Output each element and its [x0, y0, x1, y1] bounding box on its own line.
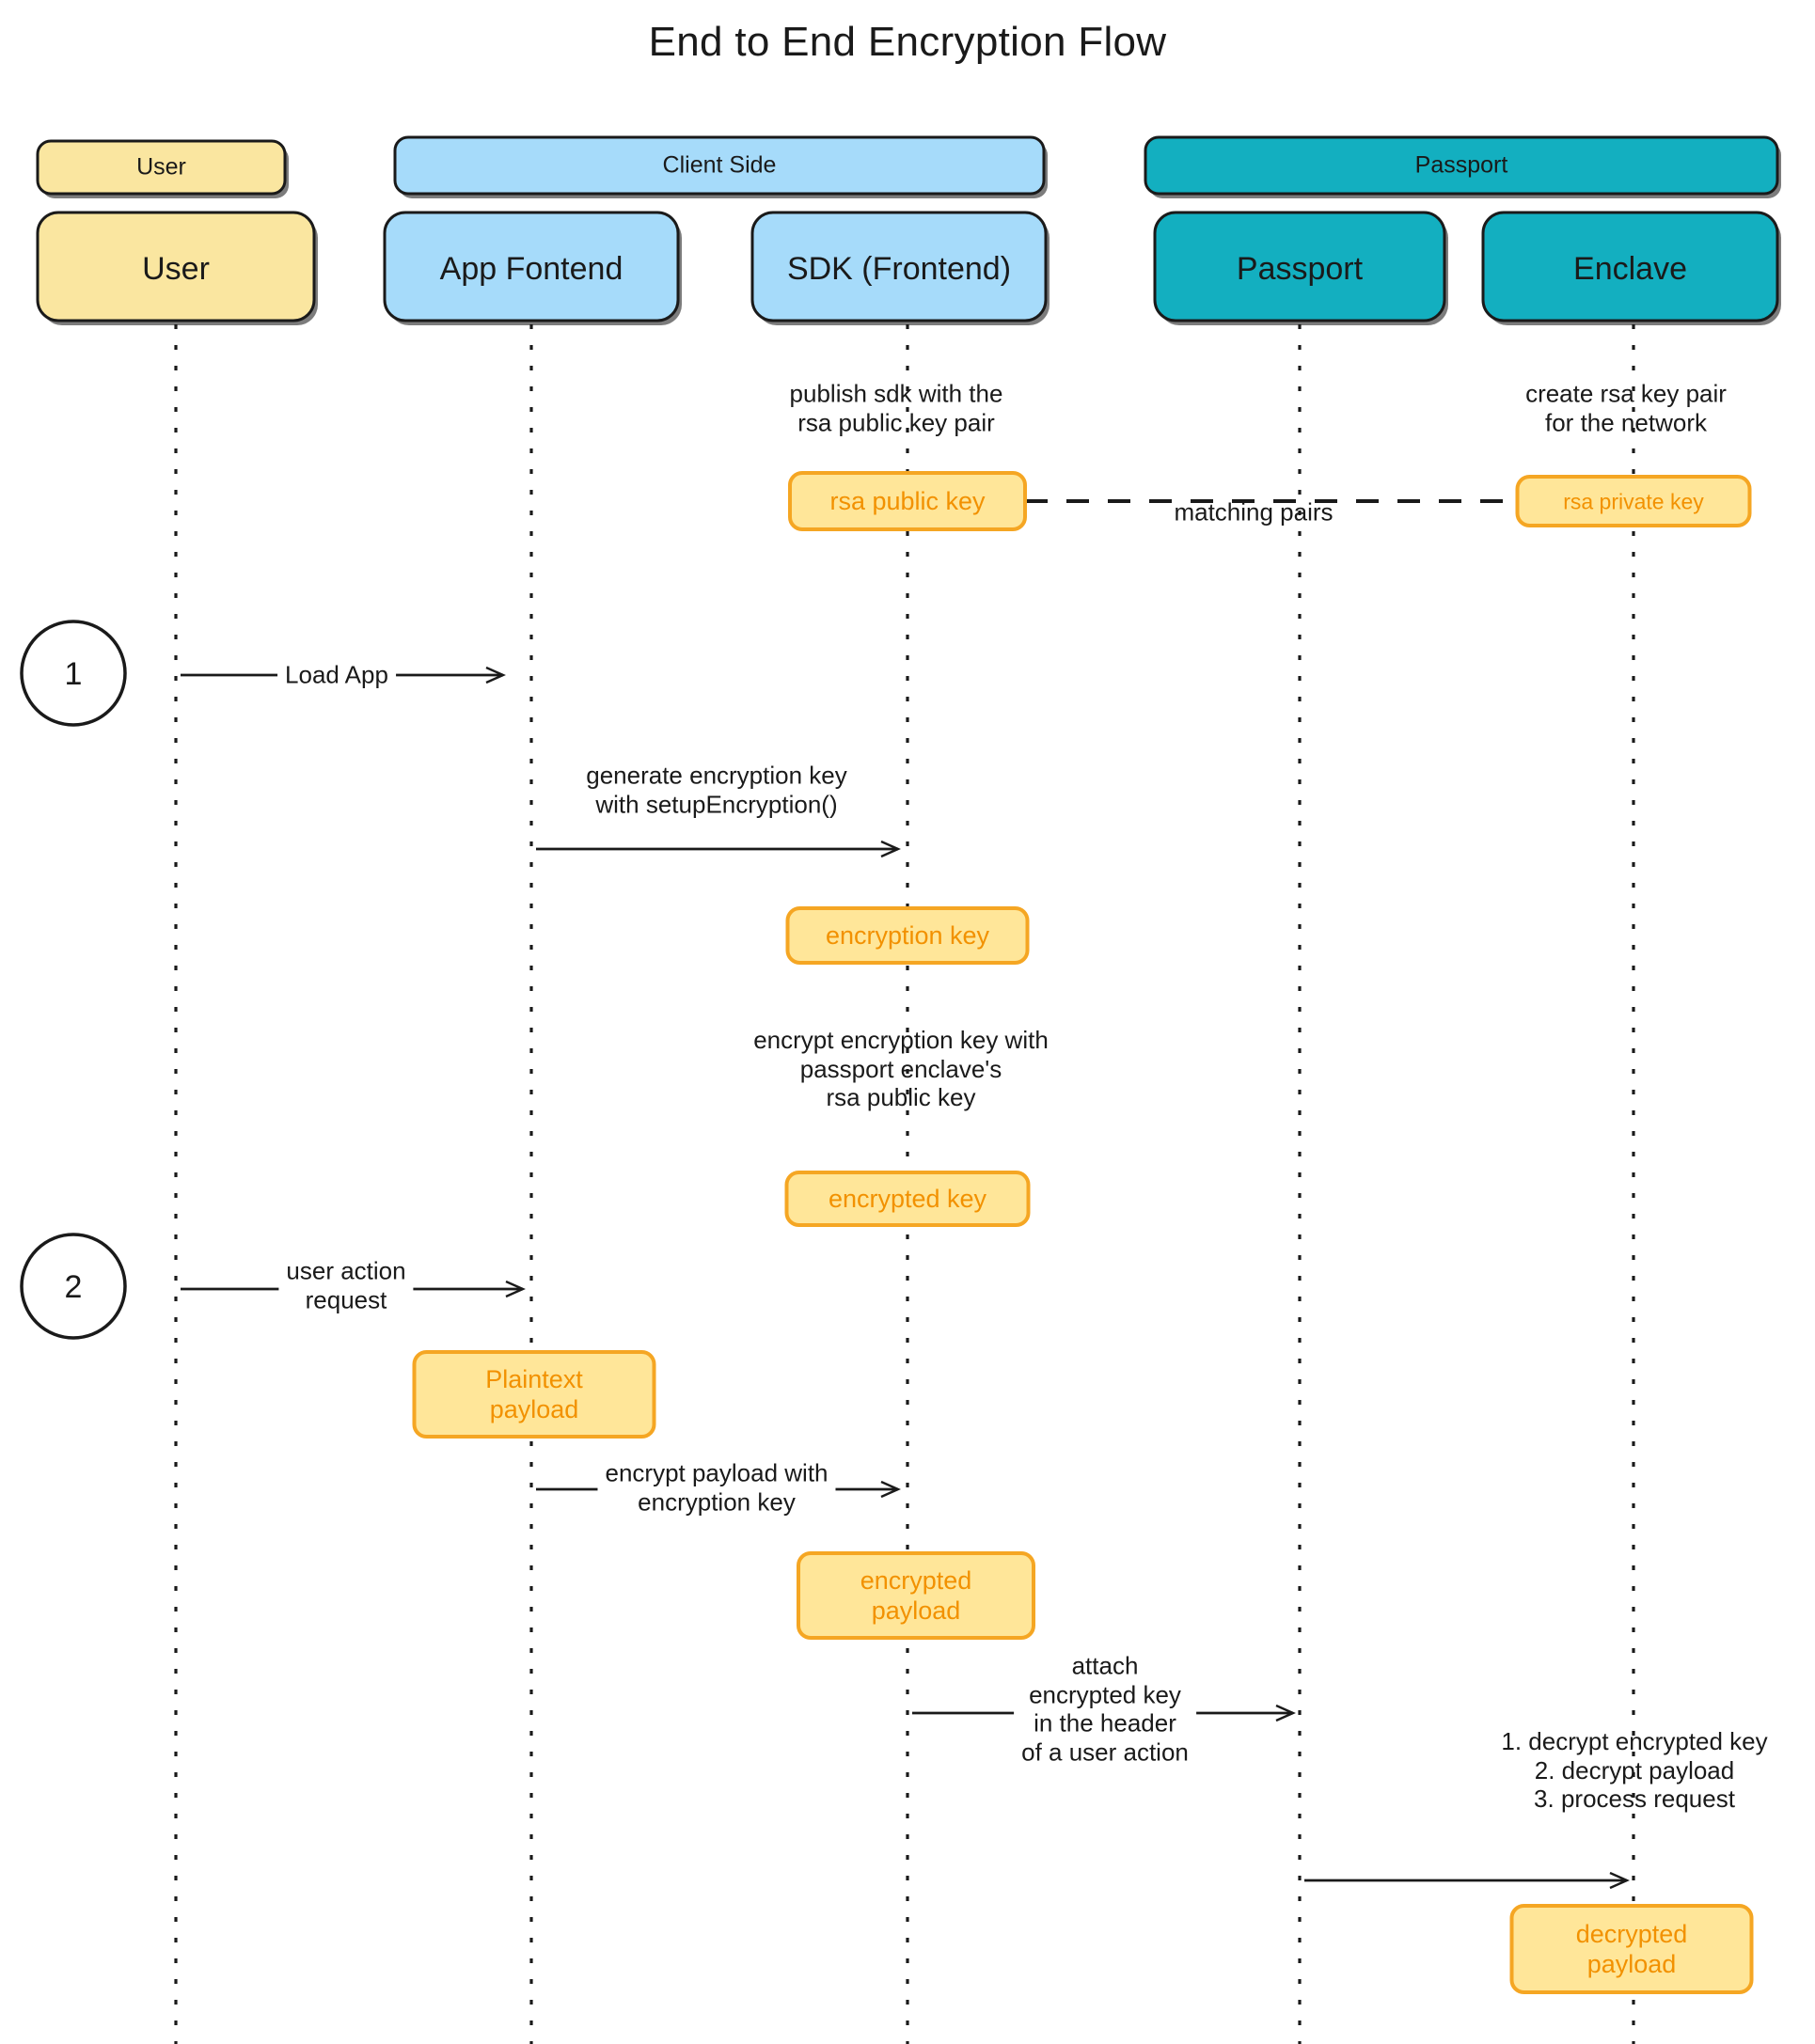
group-boxes — [36, 135, 1781, 198]
participant-label-sdk-frontend: SDK (Frontend) — [786, 250, 1012, 287]
group-box-client-side[interactable] — [393, 135, 1046, 196]
note-label-encrypted-key: encrypted key — [828, 1185, 987, 1214]
step-markers — [20, 620, 127, 1340]
note-box-encrypted-payload[interactable] — [797, 1551, 1035, 1640]
annotation-decrypt-steps: 1. decrypt encrypted key 2. decrypt payl… — [1501, 1726, 1768, 1814]
note-label-rsa-public-key: rsa public key — [829, 487, 986, 516]
step-number-step-1: 1 — [64, 655, 83, 692]
note-label-decrypted-payload: decrypted payload — [1575, 1920, 1688, 1978]
participant-box-app-frontend[interactable] — [383, 211, 680, 322]
annotation-publish-sdk: publish sdk with the rsa public key pair — [789, 379, 1003, 436]
group-label-passport: Passport — [1414, 151, 1508, 179]
participant-label-app-frontend: App Fontend — [439, 250, 623, 287]
note-box-encryption-key[interactable] — [785, 906, 1030, 965]
note-box-plaintext-payload[interactable] — [412, 1350, 656, 1439]
message-label-user-action-request: user action request — [278, 1256, 414, 1314]
note-label-encryption-key: encryption key — [825, 921, 990, 951]
participant-box-sdk-frontend[interactable] — [750, 211, 1048, 322]
participant-label-enclave: Enclave — [1573, 250, 1687, 287]
note-box-rsa-public-key[interactable] — [788, 471, 1027, 531]
group-box-user[interactable] — [36, 139, 287, 196]
note-box-decrypted-payload[interactable] — [1509, 1904, 1754, 1994]
step-circle-step-2[interactable] — [20, 1233, 127, 1340]
message-label-attach-encrypted-key: attach encrypted key in the header of a … — [1014, 1651, 1196, 1768]
message-label-encrypt-payload: encrypt payload with encryption key — [597, 1458, 836, 1517]
note-label-plaintext-payload: Plaintext payload — [485, 1365, 583, 1423]
step-circle-step-1[interactable] — [20, 620, 127, 727]
participant-box-enclave[interactable] — [1481, 211, 1779, 322]
annotation-create-rsa-key-pair: create rsa key pair for the network — [1525, 379, 1727, 436]
page-title: End to End Encryption Flow — [648, 19, 1167, 65]
note-boxes — [412, 471, 1754, 1994]
annotation-encrypt-encryption-key: encrypt encryption key with passport enc… — [753, 1025, 1049, 1112]
participant-box-user[interactable] — [36, 211, 316, 322]
note-box-rsa-private-key[interactable] — [1515, 475, 1752, 527]
group-label-user: User — [136, 153, 186, 181]
note-box-encrypted-key[interactable] — [784, 1171, 1031, 1227]
participant-box-passport[interactable] — [1153, 211, 1446, 322]
participant-boxes — [36, 211, 1781, 325]
participant-label-user: User — [142, 250, 210, 287]
group-box-passport[interactable] — [1144, 135, 1779, 196]
annotation-generate-encryption-key: generate encryption key with setupEncryp… — [586, 761, 847, 818]
group-label-client-side: Client Side — [662, 151, 777, 179]
participant-label-passport: Passport — [1236, 250, 1364, 287]
annotation-matching-pairs: matching pairs — [1174, 497, 1334, 527]
message-label-load-app: Load App — [277, 660, 396, 690]
step-number-step-2: 2 — [64, 1268, 83, 1305]
note-label-rsa-private-key: rsa private key — [1563, 489, 1704, 514]
note-label-encrypted-payload: encrypted payload — [860, 1566, 972, 1625]
